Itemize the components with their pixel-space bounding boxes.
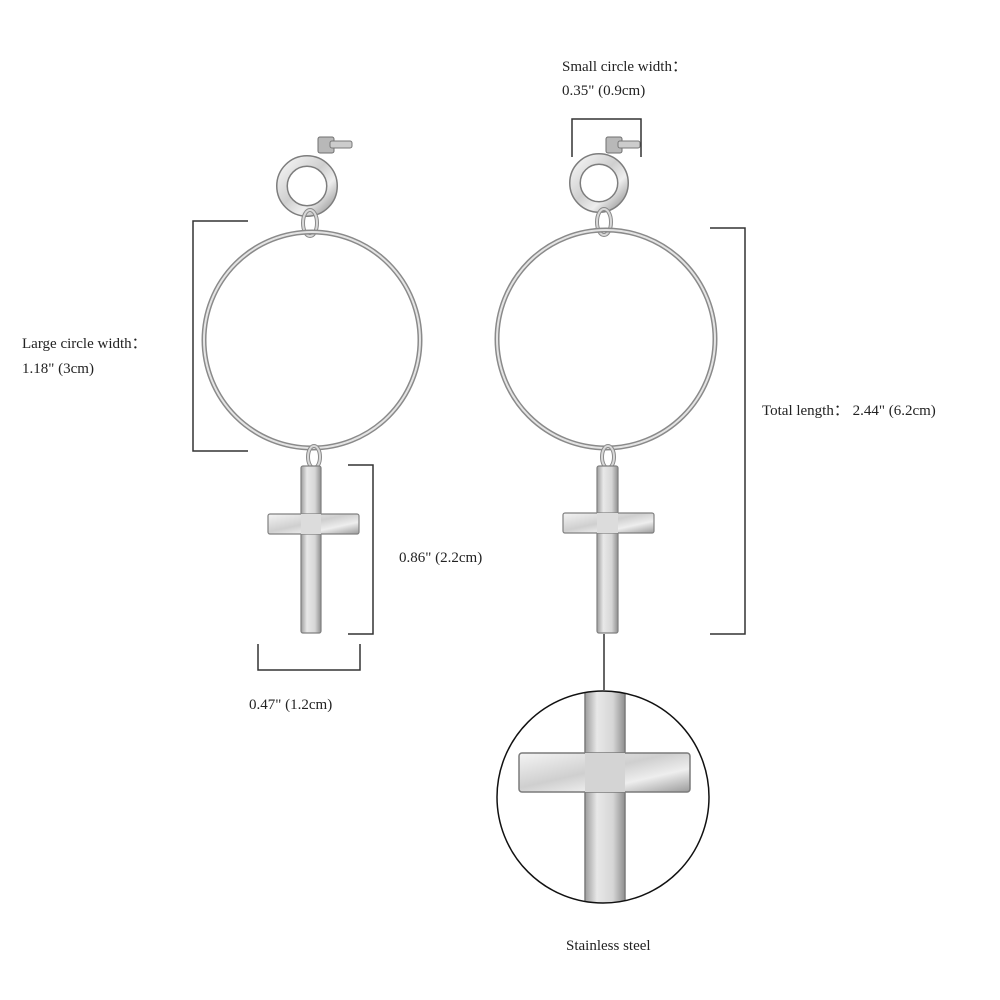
cross-height-bracket bbox=[348, 464, 374, 635]
magnified-cross-icon bbox=[518, 691, 691, 903]
left-large-circle bbox=[201, 229, 423, 451]
small-circle-width-bracket bbox=[571, 118, 642, 157]
left-ear-post-icon bbox=[317, 136, 353, 154]
left-earring bbox=[201, 136, 423, 634]
magnifier-circle bbox=[496, 690, 710, 904]
total-length-bracket bbox=[710, 227, 746, 635]
total-length-label: Total length： 2.44" (6.2cm) bbox=[762, 403, 936, 419]
left-jump-ring-top bbox=[301, 208, 319, 238]
material-label: Stainless steel bbox=[566, 938, 651, 954]
small-circle-width-title: Small circle width： bbox=[562, 59, 687, 75]
magnified-detail bbox=[496, 690, 710, 904]
large-circle-width-title: Large circle width： bbox=[22, 336, 147, 352]
right-large-circle bbox=[494, 227, 718, 451]
large-circle-width-value: 1.18" (3cm) bbox=[22, 361, 94, 377]
right-cross-icon bbox=[562, 465, 655, 634]
cross-width-label: 0.47" (1.2cm) bbox=[249, 697, 333, 713]
left-cross-icon bbox=[267, 465, 360, 634]
right-ear-post-icon bbox=[605, 136, 641, 154]
right-jump-ring-top bbox=[595, 207, 613, 237]
cross-width-bracket bbox=[257, 644, 361, 671]
large-circle-width-bracket bbox=[192, 220, 248, 452]
cross-height-label: 0.86" (2.2cm) bbox=[399, 550, 483, 566]
small-circle-width-value: 0.35" (0.9cm) bbox=[562, 83, 646, 99]
right-earring bbox=[494, 136, 718, 634]
